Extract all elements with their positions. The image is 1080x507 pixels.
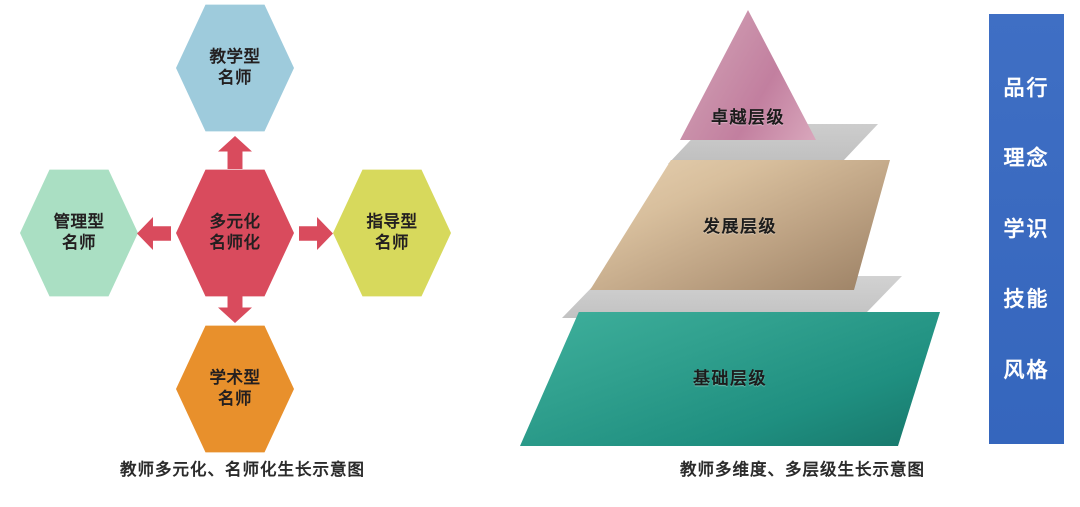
hexagon-node-management-line1: 管理型 [53,212,105,231]
pyramid-level-development: 发展层级 [590,160,890,290]
hexagon-node-academic-line1: 学术型 [209,368,261,387]
hexagon-node-academic-line2: 名师 [218,390,252,408]
dimension-item-character: 品行 [1003,76,1050,100]
dimension-item-philosophy: 理念 [1003,147,1050,170]
caption-hexagon-diagram: 教师多元化、名师化生长示意图 [120,461,365,479]
hexagon-node-guidance-line1: 指导型 [366,212,418,231]
hexagon-node-teaching-line1: 教学型 [209,47,261,66]
hexagon-node-teaching: 教学型 名师 [176,4,294,132]
dimension-item-knowledge: 学识 [1003,217,1050,241]
pyramid-level-foundation: 基础层级 [520,312,940,446]
hexagon-node-center: 多元化 名师化 [176,169,294,297]
pyramid-level-excellence: 卓越层级 [680,10,816,140]
hexagon-diagram: 教学型 名师 管理型 名师 多元化 名师化 指导型 名师 学术型 名师 [0,0,500,507]
pyramid-level-development-label: 发展层级 [703,217,777,236]
dimension-bar: 品行 理念 学识 技能 风格 [989,14,1064,444]
dimension-item-skill: 技能 [1003,288,1050,311]
hexagon-node-guidance: 指导型 名师 [333,169,451,297]
pyramid-level-excellence-label: 卓越层级 [711,108,785,127]
hexagon-node-center-line1: 多元化 [209,212,261,231]
arrow-up-icon [218,136,252,169]
arrow-left-icon [137,217,171,250]
hexagon-node-teaching-line2: 名师 [218,69,252,87]
hexagon-node-academic: 学术型 名师 [176,325,294,453]
dimension-item-style: 风格 [1003,358,1050,382]
pyramid-diagram: 卓越层级 发展层级 基础层级 品行 理念 学识 技能 风格 [500,0,1080,507]
pyramid-level-foundation-label: 基础层级 [693,369,767,388]
hexagon-node-guidance-line2: 名师 [375,234,409,252]
caption-pyramid-diagram: 教师多维度、多层级生长示意图 [680,461,925,479]
arrow-right-icon [299,217,333,250]
hexagon-node-management-line2: 名师 [62,234,96,252]
hexagon-node-center-line2: 名师化 [209,234,261,252]
hexagon-node-management: 管理型 名师 [20,169,138,297]
